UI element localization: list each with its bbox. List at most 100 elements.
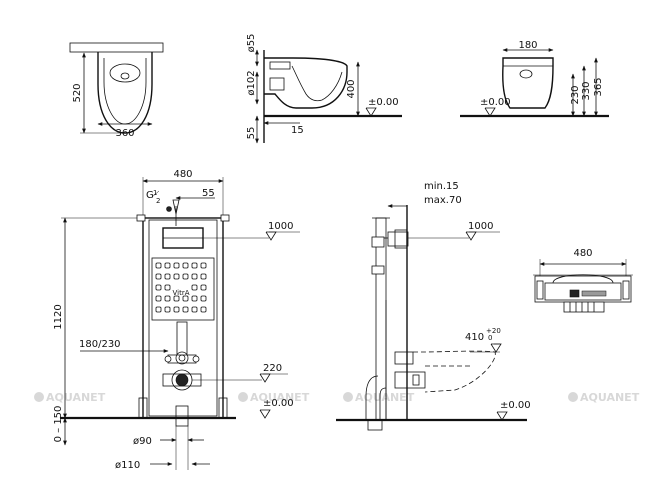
dimension-label-total-height: 365: [593, 77, 604, 96]
cistern-dot: [182, 306, 189, 313]
drain-connection: [394, 371, 426, 389]
watermark-right: AQUANET: [568, 391, 640, 404]
cistern-dot: [182, 273, 189, 280]
cistern-dot: [173, 262, 180, 269]
pipe-thread-den: 2: [156, 197, 160, 205]
cistern-dot: [191, 295, 198, 302]
dimension-label-depth: 520: [72, 83, 83, 102]
dimension-label-depth-min: min.15: [424, 181, 459, 192]
cistern-dot: [200, 262, 207, 269]
drain-pipe-top: [563, 301, 605, 313]
drain-pipe: [367, 419, 383, 431]
dimension-label-outlet-height: 230: [570, 85, 581, 104]
outlet-pipe: [269, 77, 285, 91]
floor-level-label: ±0.00: [480, 97, 511, 108]
bracket: [371, 265, 385, 275]
bracket-right: [220, 214, 230, 222]
cistern-dot: [173, 295, 180, 302]
cistern-dot: [164, 295, 171, 302]
dimension-label-outlet-spacing: 180/230: [79, 339, 121, 350]
cistern-dot: [155, 284, 162, 291]
level-marker: [490, 343, 502, 353]
bowl-inner-outline: [291, 65, 343, 102]
cistern-dot: [191, 284, 198, 291]
floor-marker: [259, 409, 271, 419]
dimension-label-drain-small: ø90: [133, 436, 152, 447]
watermark-center-right: AQUANET: [343, 391, 415, 404]
dimension-label-height: 400: [346, 79, 357, 98]
floor-marker: [496, 411, 508, 421]
watermark-left: AQUANET: [34, 391, 106, 404]
pipe-thread-num: 1: [153, 189, 157, 197]
valve-block: [371, 236, 385, 248]
carry-handle: [552, 274, 614, 284]
bowl-tolerance-plus: +20: [486, 327, 501, 335]
dimension-label-inlet-offset: 55: [202, 188, 215, 199]
dimension-label-inlet-height: 330: [581, 81, 592, 100]
dimension-label-outlet-width: 180: [518, 40, 537, 51]
toilet-front-outline: [502, 57, 554, 109]
dimension-label-bowl-height: 410: [465, 332, 484, 343]
floor-level-label: ±0.00: [368, 97, 399, 108]
watermark-text: AQUANET: [250, 391, 310, 404]
dimension-label-width: 360: [115, 128, 134, 139]
cistern-dot: [191, 262, 198, 269]
cistern-dot: [182, 295, 189, 302]
bolt-right: [192, 355, 200, 363]
dimension-label-frame-width: 480: [173, 169, 192, 180]
bowl-drain: [120, 72, 130, 80]
plate-mount-inner: [394, 229, 408, 249]
dimension-label-drain-large: ø110: [115, 460, 140, 471]
cistern-dot: [182, 262, 189, 269]
bracket-left: [136, 214, 146, 222]
bowl-opening: [109, 63, 141, 83]
toilet-top-view: 520 360: [69, 42, 164, 139]
cistern-dot: [155, 273, 162, 280]
wall-block: [69, 42, 164, 53]
cistern-dot: [155, 262, 162, 269]
water-outlet: [175, 351, 189, 365]
cistern-dot: [164, 306, 171, 313]
level-marker: [465, 231, 477, 241]
dimension-label-plate-height: 1000: [268, 221, 293, 232]
cistern-dot: [191, 273, 198, 280]
dimension-label-drain-height: 220: [263, 363, 282, 374]
supply-arrow-icon: [172, 199, 180, 215]
cistern-dot: [173, 273, 180, 280]
flush-rod: [581, 290, 607, 297]
outlet-opening: [519, 69, 533, 79]
cistern-dot: [164, 284, 171, 291]
side-bracket-right: [622, 280, 630, 300]
cistern: [151, 257, 215, 321]
cistern-dot: [173, 306, 180, 313]
toilet-front-view: 180 ±0.00 230 330 365: [460, 40, 609, 118]
water-connection: [394, 351, 414, 365]
inlet-pipe: [269, 61, 291, 70]
cistern-dot: [200, 284, 207, 291]
watermark-text: AQUANET: [46, 391, 106, 404]
dimension-label-wall-offset: 15: [291, 125, 304, 136]
seat-outline: [103, 58, 147, 125]
floor-level-label: ±0.00: [263, 398, 294, 409]
watermark-text: AQUANET: [580, 391, 640, 404]
dimension-label-depth-max: max.70: [424, 195, 462, 206]
toilet-bowl-outline: [97, 52, 153, 134]
cistern-dot: [164, 273, 171, 280]
fraction-bar: [151, 190, 160, 198]
cistern-dot: [191, 306, 198, 313]
bolt-left: [164, 355, 172, 363]
dimension-label-frame-width: 480: [573, 248, 592, 259]
floor-marker: [365, 107, 377, 117]
side-bracket-left: [536, 280, 544, 300]
dimension-label-plate-height: 1000: [468, 221, 493, 232]
cistern-dot: [155, 306, 162, 313]
watermark-center: AQUANET: [238, 391, 310, 404]
cistern-dot: [200, 295, 207, 302]
watermark-text: AQUANET: [355, 391, 415, 404]
supply-valve: [166, 206, 172, 212]
frame-side-view: min.15 max.70 1000 410 +20 0 ±0.00: [336, 181, 531, 431]
dimension-label-bottom: 55: [246, 127, 257, 140]
drain-pipe: [175, 405, 189, 427]
cistern-dot-grid: [155, 262, 207, 313]
